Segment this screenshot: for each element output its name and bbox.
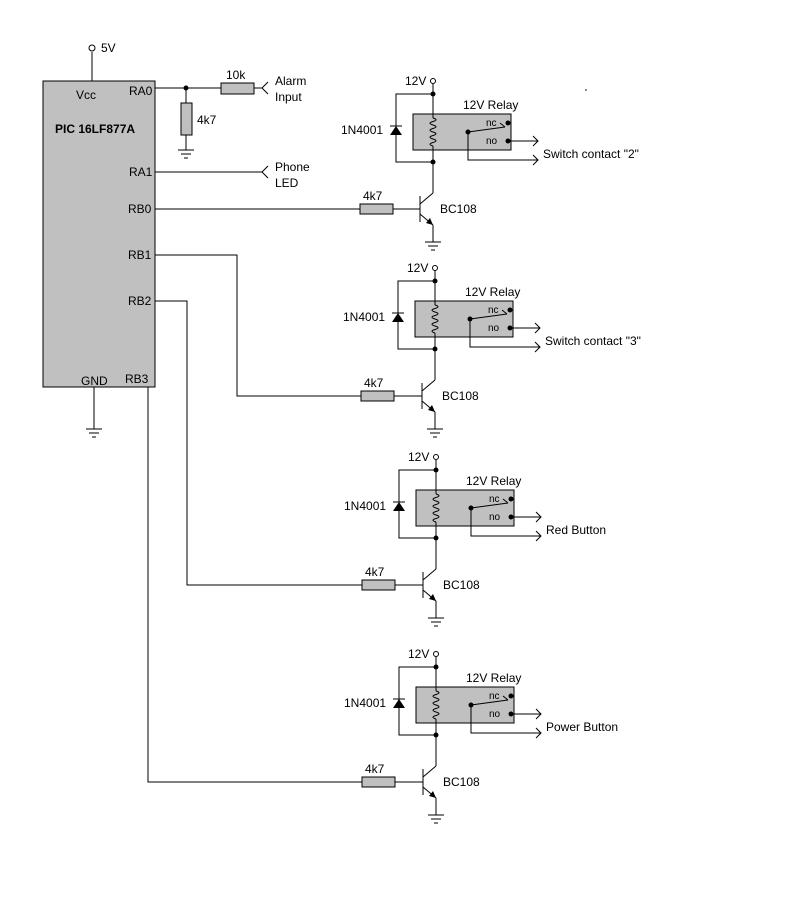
output-label: Red Button xyxy=(546,523,606,537)
base-resistor-label: 4k7 xyxy=(364,376,384,390)
relay-body xyxy=(415,686,515,724)
relay-no-label: no xyxy=(488,323,500,334)
relay-coil xyxy=(429,117,437,147)
alarm-pulldown-resistor-label: 4k7 xyxy=(197,113,217,127)
supply-5v: 5V xyxy=(88,41,116,81)
mcu-body xyxy=(42,80,156,388)
relay-coil xyxy=(431,304,439,334)
relay-label: 12V Relay xyxy=(465,285,520,299)
pin-gnd-label: GND xyxy=(81,374,108,388)
phone-led-label-1: Phone xyxy=(275,160,310,174)
relay-nc-label: nc xyxy=(486,118,497,129)
wire-rb3 xyxy=(147,387,362,783)
wire-rb2 xyxy=(155,300,362,586)
mcu-ground xyxy=(86,387,102,438)
transistor-label: BC108 xyxy=(442,389,479,403)
phone-led-circuit: Phone LED xyxy=(155,160,310,190)
flyback-diode xyxy=(390,126,402,135)
alarm-series-resistor xyxy=(220,82,255,95)
relay-no-label: no xyxy=(486,136,498,147)
base-resistor xyxy=(359,203,394,215)
pin-ra0-label: RA0 xyxy=(129,84,153,98)
output-arrow xyxy=(534,322,541,334)
pin-rb2-label: RB2 xyxy=(128,294,152,308)
diode-label: 1N4001 xyxy=(344,696,386,710)
supply-12v-terminal xyxy=(433,454,439,460)
output-label: Switch contact "3" xyxy=(545,334,641,348)
pin-rb0-label: RB0 xyxy=(128,202,152,216)
output-arrow xyxy=(535,708,542,720)
relay-label: 12V Relay xyxy=(466,474,521,488)
relay-label: 12V Relay xyxy=(466,671,521,685)
flyback-diode xyxy=(393,502,405,511)
diode-label: 1N4001 xyxy=(344,499,386,513)
base-resistor-label: 4k7 xyxy=(363,189,383,203)
alarm-series-resistor-label: 10k xyxy=(226,68,246,82)
supply-12v-terminal xyxy=(432,265,438,271)
transistor-label: BC108 xyxy=(443,578,480,592)
pin-rb1-label: RB1 xyxy=(128,248,152,262)
relay-coil xyxy=(432,690,440,720)
base-resistor-label: 4k7 xyxy=(365,565,385,579)
base-resistor-label: 4k7 xyxy=(365,762,385,776)
supply-12v-terminal xyxy=(433,651,439,657)
transistor-label: BC108 xyxy=(440,202,477,216)
flyback-diode xyxy=(393,699,405,708)
alarm-pulldown-resistor xyxy=(180,102,193,136)
flyback-diode xyxy=(392,313,404,322)
supply-12v-label: 12V xyxy=(408,450,429,464)
alarm-input-label-2: Input xyxy=(275,90,302,104)
stray-dot xyxy=(585,89,587,91)
diode-label: 1N4001 xyxy=(343,310,385,324)
mcu-name: PIC 16LF877A xyxy=(55,122,135,136)
microcontroller: PIC 16LF877A Vcc RA0 RA1 RB0 RB1 RB2 GND… xyxy=(42,80,156,388)
supply-12v-label: 12V xyxy=(405,74,426,88)
relay-no-label: no xyxy=(489,709,501,720)
relay-coil xyxy=(432,493,440,523)
phone-led-label-2: LED xyxy=(275,176,299,190)
supply-5v-label: 5V xyxy=(101,41,116,55)
output-label: Switch contact "2" xyxy=(543,147,639,161)
transistor-label: BC108 xyxy=(443,775,480,789)
relay-nc-label: nc xyxy=(489,494,500,505)
alarm-input-label-1: Alarm xyxy=(275,74,306,88)
alarm-input-circuit: 10k Alarm Input 4k7 xyxy=(155,68,306,159)
diode-label: 1N4001 xyxy=(341,123,383,137)
relay-label: 12V Relay xyxy=(463,98,518,112)
relay-body xyxy=(414,300,514,338)
relay-body xyxy=(415,489,515,527)
supply-12v-label: 12V xyxy=(407,261,428,275)
output-arrow xyxy=(532,135,539,147)
output-arrow xyxy=(535,511,542,523)
pin-vcc-label: Vcc xyxy=(76,88,96,102)
mcu-output-wires xyxy=(147,208,362,783)
supply-12v-label: 12V xyxy=(408,647,429,661)
relay-nc-label: nc xyxy=(488,305,499,316)
supply-5v-terminal xyxy=(88,44,96,52)
base-resistor xyxy=(360,390,395,402)
wire-rb1 xyxy=(155,254,361,397)
pin-ra1-label: RA1 xyxy=(129,165,153,179)
relay-nc-label: nc xyxy=(489,691,500,702)
relay-body xyxy=(412,113,512,151)
pin-rb3-label: RB3 xyxy=(125,372,149,386)
supply-12v-terminal xyxy=(430,78,436,84)
base-resistor xyxy=(361,579,396,591)
base-resistor xyxy=(361,776,396,788)
relay-no-label: no xyxy=(489,512,501,523)
output-label: Power Button xyxy=(546,720,618,734)
